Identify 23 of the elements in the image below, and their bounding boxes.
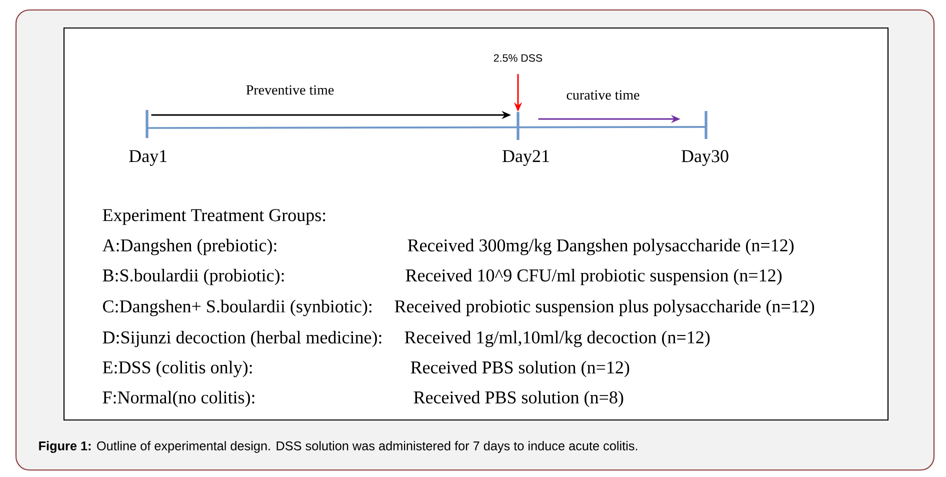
treatment-text: Received PBS solution (n=12) [410,360,630,378]
treatment-text: Received 300mg/kg Dangshen polysaccharide (n=12) [408,238,794,256]
treatment-text: Received 10^9 CFU/ml probiotic suspension (n=12) [406,268,782,286]
group-name: A:Dangshen (prebiotic): [102,238,276,256]
tick-mark [146,110,148,138]
group-name: E:DSS (colitis only): [102,360,252,378]
treatment-text: Received probiotic suspension plus polysaccharide (n=12) [394,300,814,316]
dose-label: 2.5% DSS [494,54,542,62]
group-name: D:Sijunzi decoction (herbal medicine): [102,330,382,348]
table-heading: Experiment Treatment Groups: [102,209,326,225]
day-label: Day1 [129,150,167,166]
figure-caption: Figure 1: Outline of experimental design. DSS solution was administered for 7 days to induce acute colitis. [39,441,638,453]
edge-label: Preventive time [244,84,336,96]
tick-mark [704,111,708,139]
edge-label: curative time [564,88,642,102]
day-label: Day21 [502,150,549,166]
treatment-text: Received PBS solution (n=8) [414,390,624,408]
group-name: B:S.boulardii (probiotic): [102,268,284,286]
group-name: C:Dangshen+ S.boulardii (synbiotic): [103,300,372,316]
treatment-text: Received 1g/ml,10ml/kg decoction (n=12) [404,330,710,348]
day-label: Day30 [682,150,728,166]
tick-mark [516,112,520,140]
group-name: F:Normal(no colitis): [102,390,254,408]
